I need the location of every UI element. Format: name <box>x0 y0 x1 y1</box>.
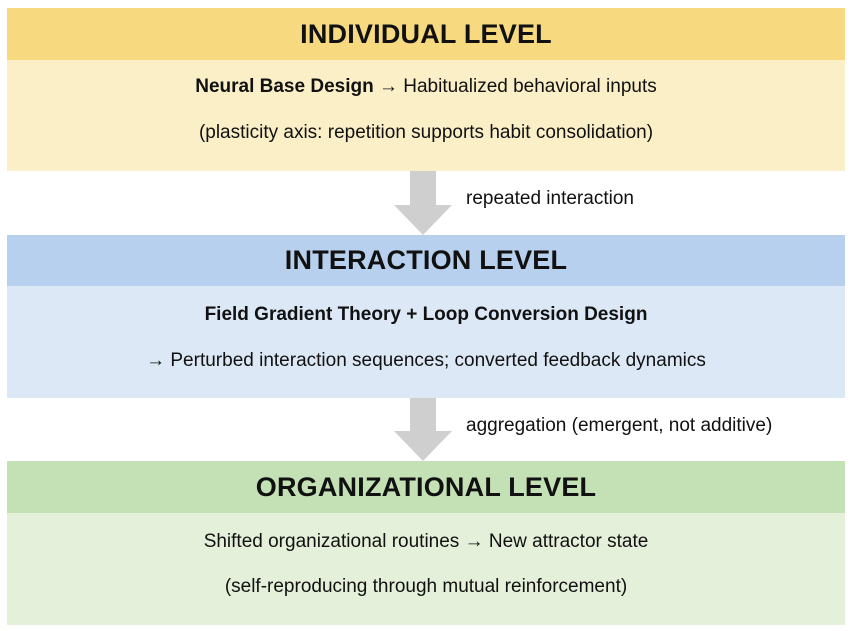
individual-level-line1: Neural Base Design → Habitualized behavi… <box>7 76 845 98</box>
organizational-level-line2: (self-reproducing through mutual reinfor… <box>224 576 628 597</box>
organizational-level-rest-text: Shifted organizational routines → New at… <box>203 531 649 552</box>
organizational-level-line1: Shifted organizational routines → New at… <box>7 531 845 553</box>
interaction-level-header: INTERACTION LEVEL <box>7 235 845 286</box>
individual-level-line2: (plasticity axis: repetition supports ha… <box>198 122 654 143</box>
individual-level-rest-text: → Habitualized behavioral inputs <box>373 76 657 97</box>
organizational-level-body: Shifted organizational routines → New at… <box>7 513 845 625</box>
organizational-level-title: ORGANIZATIONAL LEVEL <box>255 471 597 502</box>
connector-label-repeated-interaction: repeated interaction <box>466 188 634 209</box>
interaction-level-body: Field Gradient Theory + Loop Conversion … <box>7 286 845 398</box>
individual-level-body: Neural Base Design → Habitualized behavi… <box>7 60 845 171</box>
individual-level-title: INDIVIDUAL LEVEL <box>300 18 552 49</box>
individual-level-bold-text: Neural Base Design <box>195 76 374 97</box>
interaction-level-bold-text: Field Gradient Theory + Loop Conversion … <box>204 304 648 325</box>
individual-level-header: INDIVIDUAL LEVEL <box>7 8 845 60</box>
organizational-level-header: ORGANIZATIONAL LEVEL <box>7 461 845 513</box>
down-arrow-icon <box>394 398 452 461</box>
interaction-level-line1: Field Gradient Theory + Loop Conversion … <box>7 304 845 326</box>
interaction-level-title: INTERACTION LEVEL <box>284 245 568 275</box>
connector-label-aggregation: aggregation (emergent, not additive) <box>466 415 773 436</box>
down-arrow-icon <box>394 171 452 235</box>
interaction-level-line2: → Perturbed interaction sequences; conve… <box>146 350 706 371</box>
